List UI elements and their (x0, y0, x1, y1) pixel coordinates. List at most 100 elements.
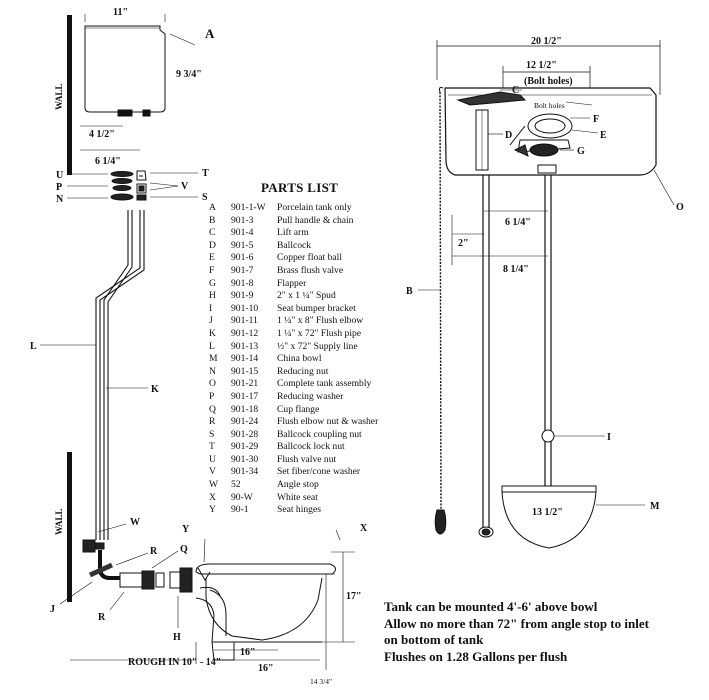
part-number: 90-W (231, 491, 253, 503)
part-number: 901-12 (231, 327, 259, 339)
part-description: 1 ¼" x 72" Flush pipe (277, 327, 362, 339)
part-letter: Q (209, 403, 216, 415)
part-letter: D (209, 239, 216, 251)
part-description: 1 ¼" x 8" Flush elbow (277, 315, 364, 327)
part-letter: G (209, 277, 216, 289)
part-letter: L (209, 340, 215, 352)
part-number: 901-14 (231, 353, 259, 365)
part-number: 901-24 (231, 416, 259, 428)
label-C: C (512, 85, 519, 96)
tank-side-outline (84, 25, 166, 113)
part-number: 901-3 (231, 214, 254, 226)
part-description: Ballcock coupling nut (277, 428, 362, 440)
part-number: 901-8 (231, 277, 254, 289)
note-line: on bottom of tank (384, 632, 484, 648)
part-number: 901-21 (231, 378, 259, 390)
part-number: 52 (231, 479, 241, 491)
bowl-side-view (195, 563, 336, 661)
note-line: Tank can be mounted 4'-6' above bowl (384, 599, 598, 614)
dim-bowl-length-1: 16" (240, 647, 256, 658)
part-number: 901-18 (231, 403, 259, 415)
part-description: Lift arm (277, 227, 309, 239)
label-K: K (151, 384, 159, 395)
label-T: T (202, 168, 209, 179)
note-line: Allow no more than 72" from angle stop t… (384, 615, 649, 631)
label-A: A (205, 26, 215, 41)
label-O: O (676, 202, 684, 213)
flush-pipe-and-supply-line (95, 210, 145, 540)
bolt-holes-note: (Bolt holes) (524, 76, 573, 87)
wall-label-upper: WALL (54, 83, 64, 110)
part-number: 901-5 (231, 239, 254, 251)
part-description: Set fiber/cone washer (277, 466, 361, 478)
dim-pipe-offset-2: 2" (458, 238, 469, 249)
bolt-holes-inner-label: Bolt holes (534, 101, 565, 110)
dim-assembly-width: 20 1/2" (531, 36, 562, 47)
part-letter: H (209, 290, 216, 302)
label-B: B (406, 286, 413, 297)
part-description: 2" x 1 ¼" Spud (277, 290, 336, 302)
part-letter: U (209, 453, 216, 465)
dim-pipe-offset-1: 6 1/4" (505, 217, 531, 228)
dim-tank-width: 11" (113, 7, 128, 18)
part-number: 901-13 (231, 340, 259, 352)
part-number: 901-30 (231, 453, 259, 465)
part-letter: E (209, 252, 215, 264)
label-M: M (650, 501, 660, 512)
parts-list-row: O 901-21 Complete tank assembly (209, 378, 409, 391)
part-letter: M (209, 353, 218, 365)
label-S: S (202, 192, 208, 203)
part-letter: V (209, 466, 216, 478)
part-letter: P (209, 390, 215, 402)
part-description: Brass flush valve (277, 264, 344, 276)
flush-pipe-vertical (478, 175, 552, 538)
part-description: Complete tank assembly (277, 378, 372, 390)
seat-bumper-bracket (541, 429, 555, 443)
bowl-front-view (501, 485, 597, 549)
note-line: Flushes on 1.28 Gallons per flush (384, 648, 568, 664)
part-letter: O (209, 378, 216, 390)
part-letter: K (209, 327, 216, 339)
part-letter: J (209, 315, 213, 327)
part-letter: N (209, 365, 216, 377)
part-description: ½" x 72" Supply line (277, 340, 358, 352)
parts-list-title: PARTS LIST (261, 180, 339, 195)
rough-in-label: ROUGH IN 10" - 14" (128, 657, 221, 668)
part-number: 901-10 (231, 302, 259, 314)
label-F: F (593, 114, 599, 125)
wall-label-lower: WALL (54, 508, 64, 535)
label-L: L (30, 341, 37, 352)
dim-bowl-length-2: 16" (258, 663, 274, 674)
label-P: P (56, 182, 62, 193)
part-description: Ballcock lock nut (277, 441, 345, 453)
part-number: 901-1-W (231, 202, 266, 213)
part-description: Reducing washer (277, 390, 344, 402)
part-number: 901-28 (231, 428, 259, 440)
pull-handle (434, 509, 447, 535)
label-E: E (600, 130, 607, 141)
label-X: X (360, 523, 368, 534)
part-letter: A (209, 202, 216, 213)
angle-stop-and-elbow (82, 539, 193, 593)
part-letter: B (209, 214, 216, 226)
part-description: Flush elbow nut & washer (277, 416, 379, 428)
part-description: Pull handle & chain (277, 214, 354, 226)
label-Y: Y (182, 524, 190, 535)
part-description: Seat hinges (277, 504, 321, 516)
part-letter: X (209, 491, 216, 503)
tank-assembly (438, 87, 657, 176)
